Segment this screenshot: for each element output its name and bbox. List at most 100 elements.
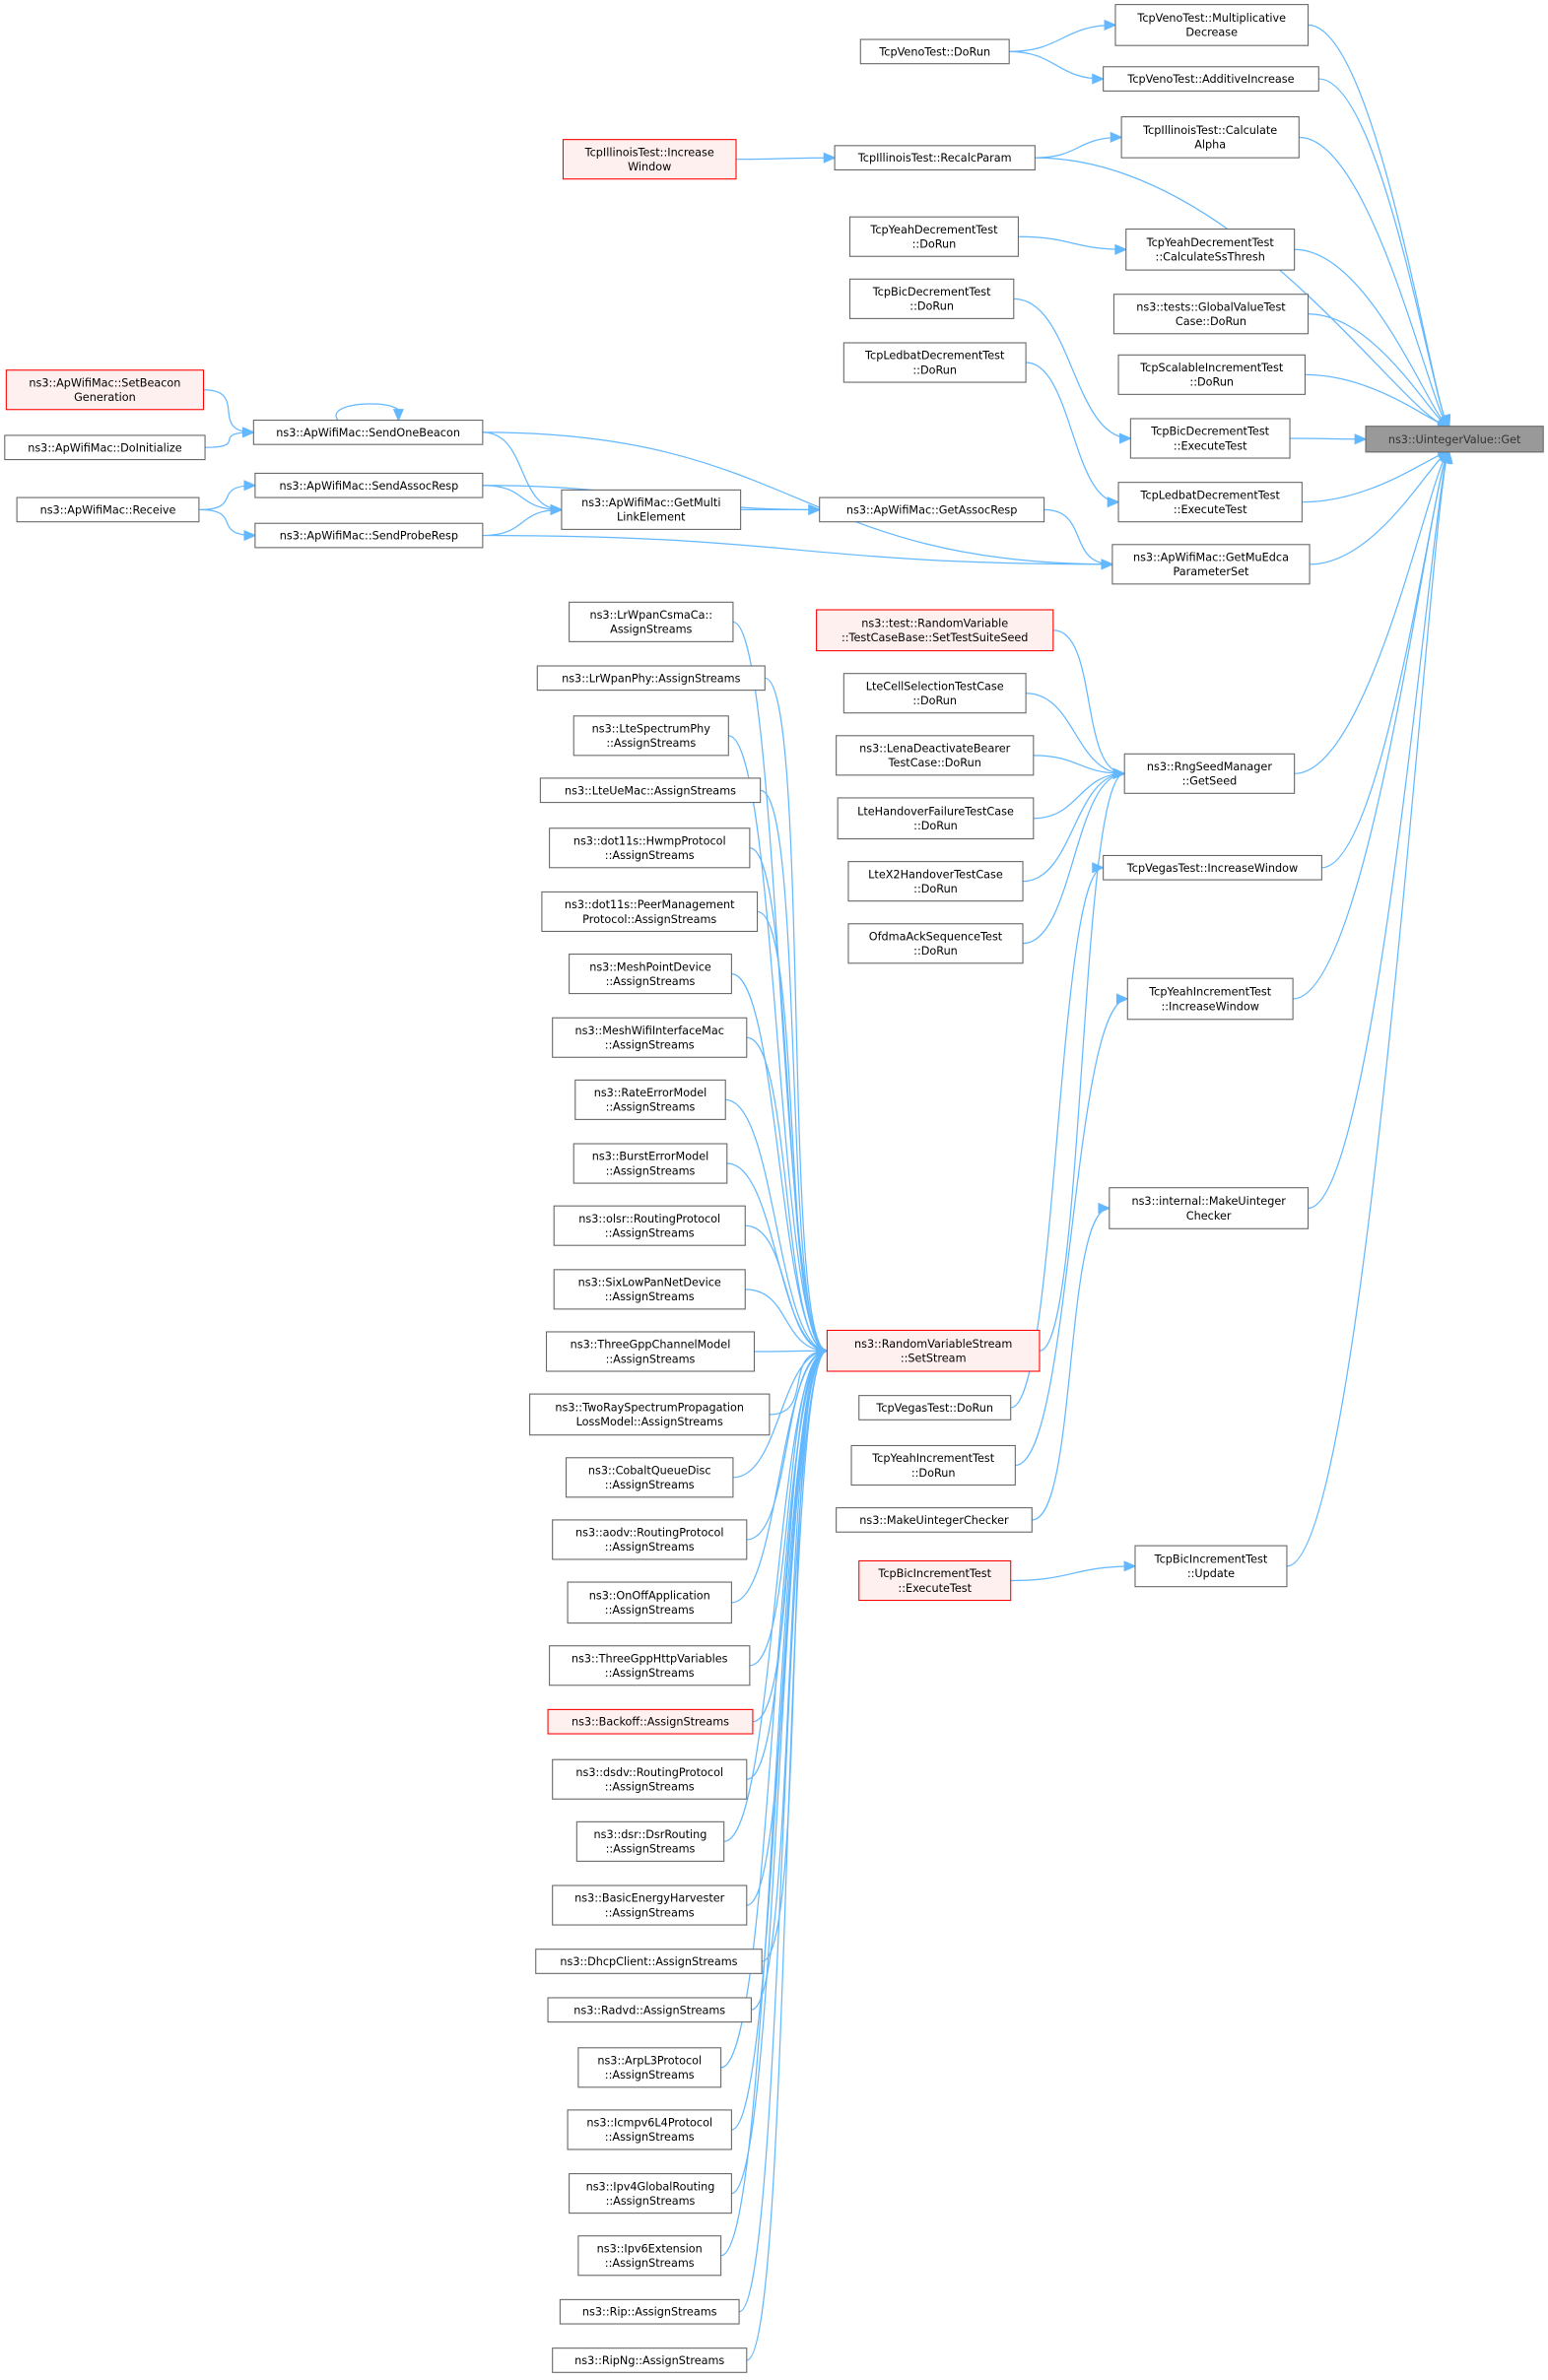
edge-line	[1009, 24, 1115, 52]
node-a22[interactable]: ns3::BasicEnergyHarvester::AssignStreams	[552, 1884, 748, 1926]
node-yeah-inc[interactable]: TcpYeahIncrementTest::IncreaseWindow	[1126, 977, 1294, 1021]
arrowhead-icon	[243, 480, 257, 492]
node-a6[interactable]: ns3::dot11s::PeerManagementProtocol::Ass…	[541, 891, 759, 932]
node-a1[interactable]: ns3::LrWpanCsmaCa::AssignStreams	[569, 601, 734, 642]
node-label: ns3::DhcpClient::AssignStreams	[560, 1955, 737, 1968]
node-label: OfdmaAckSequenceTest	[869, 930, 1003, 943]
node-yeah-dec-do-run[interactable]: TcpYeahDecrementTest::DoRun	[848, 216, 1019, 257]
node-a30[interactable]: ns3::RipNg::AssignStreams	[552, 2347, 748, 2373]
node-yeah-ss[interactable]: TcpYeahDecrementTest::CalculateSsThresh	[1125, 228, 1296, 271]
node-a29[interactable]: ns3::Rip::AssignStreams	[559, 2298, 740, 2325]
node-box	[572, 1143, 728, 1184]
node-label: ns3::ApWifiMac::GetMuEdca	[1133, 552, 1289, 564]
node-get-assoc-resp[interactable]: ns3::ApWifiMac::GetAssocResp	[819, 496, 1045, 523]
node-a3[interactable]: ns3::LteSpectrumPhy::AssignStreams	[572, 715, 729, 757]
node-vegas-inc[interactable]: TcpVegasTest::IncreaseWindow	[1103, 854, 1322, 881]
node-ledbat-do-run[interactable]: TcpLedbatDecrementTest::DoRun	[842, 342, 1027, 383]
node-a17[interactable]: ns3::OnOffApplication::AssignStreams	[567, 1581, 732, 1624]
node-a14[interactable]: ns3::TwoRaySpectrumPropagationLossModel:…	[529, 1393, 771, 1436]
node-get[interactable]: ns3::UintegerValue::Get	[1365, 426, 1544, 453]
node-a21[interactable]: ns3::dsr::DsrRouting::AssignStreams	[575, 1820, 725, 1862]
node-a12[interactable]: ns3::SixLowPanNetDevice::AssignStreams	[553, 1269, 746, 1310]
edge-line	[736, 157, 836, 161]
edge-line	[754, 1350, 828, 1353]
node-int-checker[interactable]: ns3::internal::MakeUintegerChecker	[1109, 1187, 1310, 1229]
node-ill-inc-win[interactable]: TcpIllinoisTest::IncreaseWindow	[562, 139, 737, 180]
node-label: ns3::Rip::AssignStreams	[582, 2306, 717, 2319]
node-ofdma[interactable]: OfdmaAckSequenceTest::DoRun	[847, 923, 1024, 964]
arrowhead-icon	[1098, 1202, 1111, 1215]
node-send-assoc-resp[interactable]: ns3::ApWifiMac::SendAssocResp	[254, 472, 484, 498]
node-label: ::DoRun	[912, 694, 957, 707]
node-ill-recalc[interactable]: TcpIllinoisTest::RecalcParam	[834, 145, 1036, 171]
node-receive[interactable]: ns3::ApWifiMac::Receive	[16, 496, 200, 523]
node-a24[interactable]: ns3::Radvd::AssignStreams	[547, 1997, 752, 2023]
node-box	[837, 797, 1035, 840]
edge-line	[1023, 772, 1125, 945]
node-lte-ho-fail[interactable]: LteHandoverFailureTestCase::DoRun	[837, 797, 1035, 840]
node-ledbat-exec[interactable]: TcpLedbatDecrementTest::ExecuteTest	[1117, 482, 1303, 523]
node-label: TcpVenoTest::Multiplicative	[1136, 12, 1286, 25]
node-make-checker[interactable]: ns3::MakeUintegerChecker	[836, 1507, 1033, 1533]
node-lte-cell[interactable]: LteCellSelectionTestCase::DoRun	[842, 673, 1027, 714]
node-do-init[interactable]: ns3::ApWifiMac::DoInitialize	[4, 434, 206, 461]
node-a5[interactable]: ns3::dot11s::HwmpProtocol::AssignStreams	[549, 827, 751, 869]
node-box	[559, 2298, 740, 2325]
node-label: ns3::Ipv6Extension	[597, 2242, 703, 2255]
node-veno-add[interactable]: TcpVenoTest::AdditiveIncrease	[1103, 66, 1319, 92]
node-a8[interactable]: ns3::MeshWifiInterfaceMac::AssignStreams	[552, 1017, 748, 1058]
node-a4[interactable]: ns3::LteUeMac::AssignStreams	[539, 777, 762, 804]
edge-line	[746, 1036, 828, 1352]
node-lte-x2[interactable]: LteX2HandoverTestCase::DoRun	[847, 861, 1024, 902]
node-a11[interactable]: ns3::olsr::RoutingProtocol::AssignStream…	[553, 1205, 746, 1246]
node-bic-inc-exec[interactable]: TcpBicIncrementTest::ExecuteTest	[858, 1559, 1012, 1602]
node-box	[254, 472, 484, 498]
node-a15[interactable]: ns3::CobaltQueueDisc::AssignStreams	[566, 1457, 734, 1498]
node-a28[interactable]: ns3::Ipv6Extension::AssignStreams	[577, 2235, 722, 2277]
node-bic-update[interactable]: TcpBicIncrementTest::Update	[1134, 1545, 1288, 1588]
node-label: ::DoRun	[912, 238, 957, 251]
edge-line	[1035, 157, 1449, 428]
edge-global-val-to-get	[1308, 313, 1450, 428]
node-a10[interactable]: ns3::BurstErrorModel::AssignStreams	[572, 1143, 728, 1184]
node-veno-do-run[interactable]: TcpVenoTest::DoRun	[859, 38, 1010, 65]
node-a26[interactable]: ns3::Icmpv6L4Protocol::AssignStreams	[567, 2109, 732, 2150]
edge-line	[1039, 772, 1125, 1352]
node-send-probe-resp[interactable]: ns3::ApWifiMac::SendProbeResp	[254, 522, 484, 549]
node-scalable[interactable]: TcpScalableIncrementTest::DoRun	[1117, 354, 1306, 395]
node-set-stream[interactable]: ns3::RandomVariableStream::SetStream	[826, 1329, 1041, 1372]
node-bic-dec-do-run[interactable]: TcpBicDecrementTest::DoRun	[848, 278, 1015, 319]
edge-line	[1010, 1565, 1135, 1582]
edge-line	[1010, 867, 1104, 1409]
node-a18[interactable]: ns3::ThreeGppHttpVariables::AssignStream…	[549, 1645, 751, 1686]
node-a20[interactable]: ns3::dsdv::RoutingProtocol::AssignStream…	[552, 1758, 748, 1800]
node-a16[interactable]: ns3::aodv::RoutingProtocol::AssignStream…	[552, 1519, 748, 1560]
node-label: ::AssignStreams	[605, 1290, 695, 1303]
node-a13[interactable]: ns3::ThreeGppChannelModel::AssignStreams	[545, 1331, 756, 1372]
node-send-one-beacon[interactable]: ns3::ApWifiMac::SendOneBeacon	[252, 419, 484, 445]
node-a9[interactable]: ns3::RateErrorModel::AssignStreams	[574, 1079, 726, 1120]
node-label: ::AssignStreams	[605, 2131, 695, 2144]
node-a19[interactable]: ns3::Backoff::AssignStreams	[547, 1708, 754, 1735]
node-a7[interactable]: ns3::MeshPointDevice::AssignStreams	[569, 954, 732, 995]
node-a27[interactable]: ns3::Ipv4GlobalRouting::AssignStreams	[569, 2173, 732, 2215]
node-yeah-inc-do-run[interactable]: TcpYeahIncrementTest::DoRun	[850, 1444, 1016, 1487]
node-label: TcpLedbatDecrementTest	[864, 350, 1005, 363]
node-a23[interactable]: ns3::DhcpClient::AssignStreams	[535, 1949, 763, 1974]
node-a25[interactable]: ns3::ArpL3Protocol::AssignStreams	[577, 2047, 722, 2088]
edge-line	[1308, 451, 1450, 1210]
edge-send-one-beacon-to-get-multi-link	[482, 431, 564, 515]
node-get-seed[interactable]: ns3::RngSeedManager::GetSeed	[1123, 753, 1296, 794]
node-suite-seed[interactable]: ns3::test::RandomVariable::TestCaseBase:…	[816, 609, 1054, 652]
node-a2[interactable]: ns3::LrWpanPhy::AssignStreams	[536, 665, 766, 692]
node-vegas-do-run[interactable]: TcpVegasTest::DoRun	[858, 1395, 1012, 1421]
node-bic-dec-exec[interactable]: TcpBicDecrementTest::ExecuteTest	[1129, 418, 1291, 459]
node-label: ::AssignStreams	[605, 2069, 695, 2082]
